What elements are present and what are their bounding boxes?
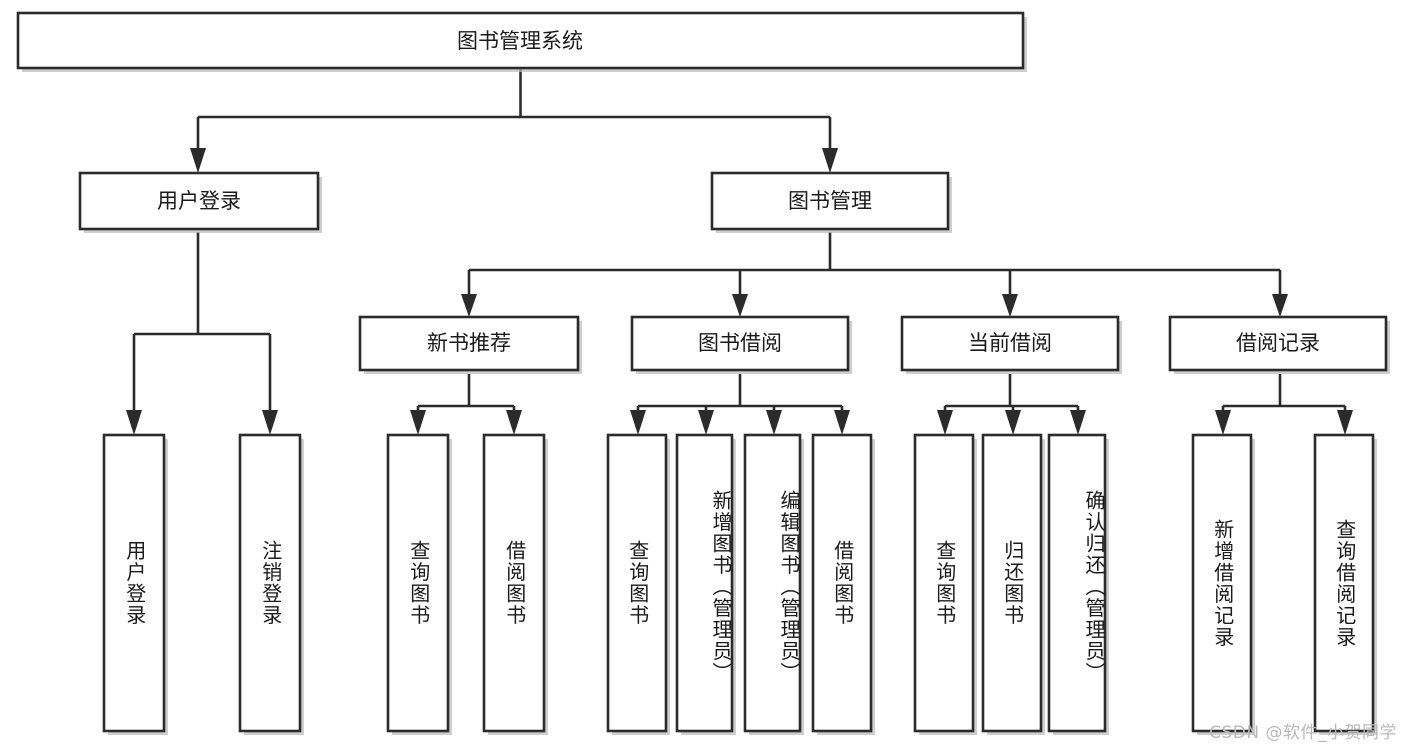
arrow-head-leaf-logout [262, 410, 278, 435]
arrow-head-new-book-rec [461, 294, 477, 317]
node-borrow-record-box [1168, 315, 1388, 372]
node-user-login-label: 用户登录 [157, 189, 241, 213]
arrow-head-leaf-edit-book [766, 410, 782, 435]
leaf-query-book-1-box[interactable] [386, 433, 450, 733]
arrow-head-borrow-record [1272, 294, 1288, 317]
node-root-box [16, 11, 1025, 70]
arrow-head-leaf-query-book-3 [937, 410, 953, 435]
node-root-label: 图书管理系统 [457, 29, 583, 53]
arrow-head-leaf-add-book [698, 410, 714, 435]
node-new-book-rec-box [358, 315, 580, 372]
node-new-book-rec[interactable]: 新书推荐 [358, 315, 582, 374]
leaf-confirm-return-box[interactable] [1047, 433, 1107, 733]
leaf-box-group [102, 433, 1377, 735]
arrow-head-leaf-query-book-1 [410, 410, 426, 435]
edge-group-user-login-children [126, 232, 278, 435]
arrow-head-leaf-confirm-return [1070, 410, 1086, 435]
edge-group-new-book-rec-children [410, 374, 522, 435]
leaf-user-login-box[interactable] [102, 433, 166, 733]
leaf-edit-book-box[interactable] [743, 433, 802, 733]
leaf-return-book-box[interactable] [981, 433, 1043, 733]
node-new-book-rec-label: 新书推荐 [427, 331, 511, 355]
arrow-head-leaf-query-record [1337, 410, 1353, 435]
arrow-head-book-borrow [732, 294, 748, 317]
node-book-borrow-label: 图书借阅 [698, 331, 782, 355]
edge-group-borrow-record-children [1215, 374, 1353, 435]
node-borrow-record[interactable]: 借阅记录 [1168, 315, 1390, 374]
node-current-borrow-box [900, 315, 1120, 372]
arrow-head-current-borrow [1002, 294, 1018, 317]
edge-group-root-to-level1 [190, 68, 838, 173]
node-user-login[interactable]: 用户登录 [78, 171, 322, 233]
leaf-query-book-2-box[interactable] [606, 433, 668, 733]
node-user-login-box [78, 171, 320, 231]
node-book-borrow[interactable]: 图书借阅 [630, 315, 852, 374]
node-current-borrow[interactable]: 当前借阅 [900, 315, 1122, 374]
leaf-add-book-box[interactable] [675, 433, 734, 733]
node-root[interactable]: 图书管理系统 [16, 11, 1027, 72]
node-book-manage-box [710, 171, 950, 231]
arrow-head-leaf-borrow-book-2 [834, 410, 850, 435]
arrow-head-book-manage [822, 148, 838, 173]
edge-group-book-borrow-children [630, 374, 850, 435]
arrow-head-user-login [190, 148, 206, 173]
arrow-head-leaf-borrow-book-1 [506, 410, 522, 435]
leaf-query-book-3-box[interactable] [913, 433, 975, 733]
leaf-borrow-book-2-box[interactable] [811, 433, 873, 733]
leaf-query-record-box[interactable] [1313, 433, 1375, 733]
edge-group-book-manage-children [461, 232, 1288, 317]
arrow-head-leaf-add-record [1215, 410, 1231, 435]
node-borrow-record-label: 借阅记录 [1236, 331, 1320, 355]
leaf-logout-box[interactable] [238, 433, 302, 733]
leaf-borrow-book-1-box[interactable] [482, 433, 546, 733]
arrow-head-leaf-return-book [1005, 410, 1021, 435]
node-book-borrow-box [630, 315, 850, 372]
watermark-text: CSDN @软件_小贺同学 [1209, 723, 1397, 743]
leaf-add-record-box[interactable] [1191, 433, 1253, 733]
edge-group-current-borrow-children [937, 374, 1086, 435]
arrow-head-leaf-user-login [126, 410, 142, 435]
node-current-borrow-label: 当前借阅 [968, 331, 1052, 355]
node-book-manage-label: 图书管理 [788, 189, 872, 213]
node-book-manage[interactable]: 图书管理 [710, 171, 952, 233]
arrow-head-leaf-query-book-2 [630, 410, 646, 435]
